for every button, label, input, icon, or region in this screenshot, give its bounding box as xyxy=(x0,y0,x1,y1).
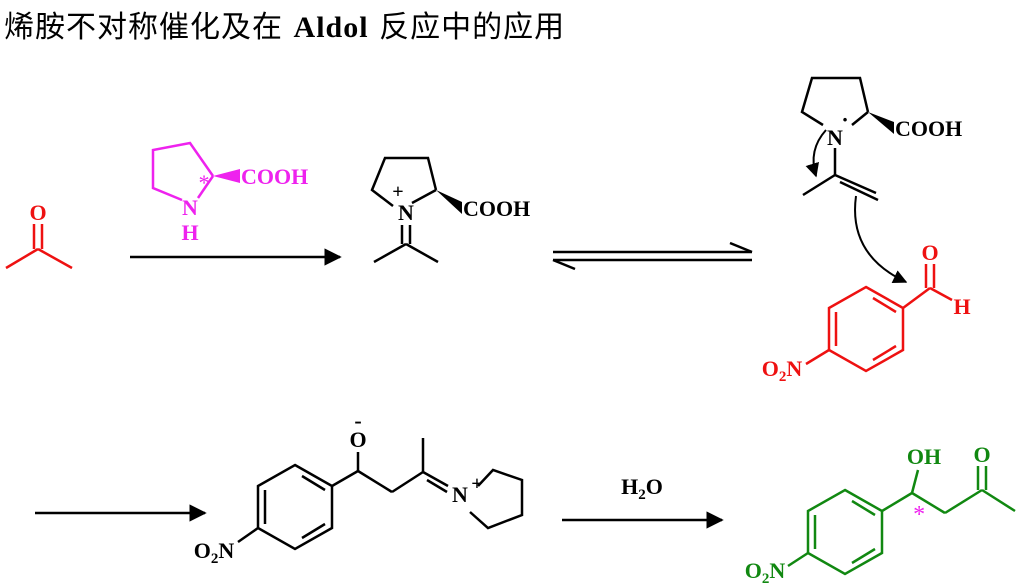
aldol-product xyxy=(787,466,1016,576)
nitrobenzaldehyde xyxy=(805,264,953,373)
product-hydroxyl: OH xyxy=(907,444,941,469)
enamine-nitrogen: N xyxy=(827,125,843,150)
enamine xyxy=(800,76,879,202)
aldehyde-nitro-n: N xyxy=(786,356,802,381)
intermediate-nitro-group: O2N xyxy=(194,538,235,567)
alkoxide-oxygen: O xyxy=(349,427,366,452)
iminium-cooh: COOH xyxy=(463,196,530,221)
water-sub: 2 xyxy=(638,487,646,503)
iminium-charge: + xyxy=(392,181,403,203)
proline-nitrogen: N xyxy=(182,195,198,220)
iminium-ion xyxy=(370,156,439,264)
proline-stereocenter-star: * xyxy=(198,170,209,195)
aldehyde-nitro-o: O xyxy=(762,356,779,381)
enamine-lone-pair: · xyxy=(841,107,848,132)
enamine-cooh: COOH xyxy=(895,116,962,141)
electron-pushing-arrows xyxy=(805,129,908,284)
proline-wedge-bond xyxy=(213,169,240,183)
intermediate-charge: + xyxy=(471,473,482,495)
intermediate-nitrogen: N xyxy=(452,482,468,507)
acetone xyxy=(5,224,73,270)
intermediate-nitro-sub: 2 xyxy=(211,551,219,567)
aldehyde-nitro-group: O2N xyxy=(762,356,803,385)
intermediate-nitro-o: O xyxy=(194,538,211,563)
equilibrium-arrows xyxy=(552,241,753,271)
water-reagent: H2O xyxy=(621,474,663,503)
proline-cooh: COOH xyxy=(241,164,308,189)
aldehyde-nitro-sub: 2 xyxy=(779,369,787,385)
title-prefix: 烯胺不对称催化及在 xyxy=(4,10,283,45)
product-nitro-sub: 2 xyxy=(762,571,770,586)
enamine-wedge-bond xyxy=(868,112,894,134)
aldehyde-hydrogen: H xyxy=(953,294,970,319)
page-title: 烯胺不对称催化及在 Aldol 反应中的应用 xyxy=(4,2,565,46)
proline-hydrogen: H xyxy=(181,220,198,245)
alkoxide-intermediate xyxy=(237,438,524,551)
product-ketone-oxygen: O xyxy=(973,442,990,467)
title-bold: Aldol xyxy=(293,11,369,44)
alkoxide-charge: - xyxy=(354,408,361,433)
product-nitro-n: N xyxy=(769,558,785,583)
product-nitro-group: O2N xyxy=(745,558,786,586)
acetone-oxygen: O xyxy=(29,200,46,225)
product-stereocenter-star: * xyxy=(912,502,924,528)
product-nitro-o: O xyxy=(745,558,762,583)
iminium-nitrogen: N xyxy=(398,200,414,225)
water-h: H xyxy=(621,474,638,499)
aldehyde-oxygen: O xyxy=(921,240,938,265)
proline-catalyst xyxy=(151,141,215,202)
title-suffix: 反应中的应用 xyxy=(379,10,566,45)
water-o: O xyxy=(646,474,663,499)
iminium-wedge-bond xyxy=(436,190,462,214)
intermediate-nitro-n: N xyxy=(218,538,234,563)
